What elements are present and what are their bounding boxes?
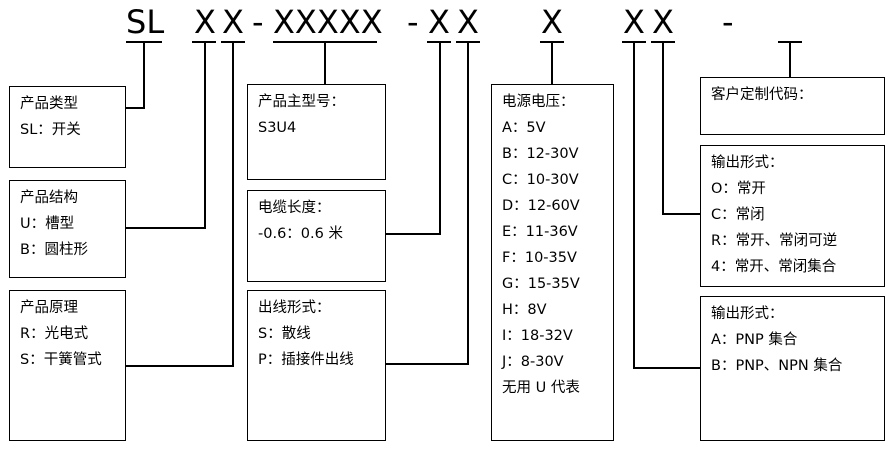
box-supply-voltage-line-10: J：8-30V [502, 354, 564, 370]
box-cable-length: 电缆长度： -0.6：0.6 米 [247, 190, 386, 282]
box-supply-voltage-line-5: E：11-36V [502, 224, 578, 240]
connector-output-2 [633, 41, 700, 369]
code-xxxxx-main-model: XXXXX [273, 3, 383, 41]
box-product-category-title: 产品类型 [20, 96, 78, 112]
box-output-form-1-line-1: O：常开 [711, 181, 766, 197]
box-output-form-1-line-4: 4：常开、常闭集合 [711, 259, 837, 275]
box-supply-voltage-line-11: 无用 U 代表 [502, 380, 580, 396]
code-x-output-2: X [623, 3, 645, 41]
box-customer-code-title: 客户定制代码： [711, 87, 813, 103]
box-output-form-2-line-2: B：PNP、NPN 集合 [711, 358, 843, 374]
box-output-form-1: 输出形式： O：常开 C：常闭 R：常开、常闭可逆 4：常开、常闭集合 [700, 145, 885, 287]
box-supply-voltage-line-3: C：10-30V [502, 172, 579, 188]
connector-outlet [386, 41, 469, 365]
box-output-form-2-line-1: A：PNP 集合 [711, 332, 798, 348]
box-cable-length-line-1: -0.6：0.6 米 [258, 226, 343, 242]
box-product-structure: 产品结构 U：槽型 B：圆柱形 [9, 180, 126, 278]
box-supply-voltage-line-1: A：5V [502, 120, 546, 136]
connector-principle [126, 41, 234, 367]
code-x-voltage: X [541, 3, 563, 41]
box-supply-voltage-line-2: B：12-30V [502, 146, 579, 162]
box-product-structure-title: 产品结构 [20, 190, 78, 206]
box-output-form-2-title: 输出形式： [711, 306, 784, 322]
box-outlet-form: 出线形式： S：散线 P：插接件出线 [247, 290, 386, 441]
connector-structure [124, 41, 206, 229]
box-outlet-form-line-2: P：插接件出线 [258, 352, 354, 368]
code-x-principle: X [222, 3, 244, 41]
box-supply-voltage: 电源电压： A：5V B：12-30V C：10-30V D：12-60V E：… [491, 84, 614, 441]
box-main-model-line-1: S3U4 [258, 120, 297, 136]
box-product-principle-title: 产品原理 [20, 300, 78, 316]
code-x-structure: X [194, 3, 216, 41]
connector-cable [386, 41, 441, 235]
box-supply-voltage-title: 电源电压： [502, 94, 575, 110]
code-dash-3: - [722, 3, 734, 41]
box-output-form-1-line-3: R：常开、常闭可逆 [711, 233, 838, 249]
connector-sl [124, 41, 145, 109]
code-sl: SL [126, 3, 165, 41]
box-main-model: 产品主型号： S3U4 [247, 84, 386, 180]
box-cable-length-title: 电缆长度： [258, 200, 331, 216]
box-product-principle-line-1: R：光电式 [20, 326, 89, 342]
box-product-principle-line-2: S：干簧管式 [20, 352, 102, 368]
code-dash-1: - [252, 3, 264, 41]
box-product-category: 产品类型 SL：开关 [9, 86, 126, 168]
box-output-form-1-title: 输出形式： [711, 155, 784, 171]
box-main-model-title: 产品主型号： [258, 94, 345, 110]
box-supply-voltage-line-4: D：12-60V [502, 198, 580, 214]
box-product-principle: 产品原理 R：光电式 S：干簧管式 [9, 290, 126, 441]
code-x-output-1: X [652, 3, 674, 41]
box-output-form-1-line-2: C：常闭 [711, 207, 765, 223]
box-product-category-line-1: SL：开关 [20, 122, 81, 138]
box-supply-voltage-line-8: H：8V [502, 302, 547, 318]
code-x-cable: X [428, 3, 450, 41]
code-dash-2: - [407, 3, 419, 41]
box-supply-voltage-line-9: I：18-32V [502, 328, 573, 344]
box-supply-voltage-line-7: G：15-35V [502, 276, 580, 292]
box-outlet-form-line-1: S：散线 [258, 326, 311, 342]
box-customer-code: 客户定制代码： [700, 77, 885, 135]
box-supply-voltage-line-6: F：10-35V [502, 250, 577, 266]
box-product-structure-line-1: U：槽型 [20, 216, 75, 232]
code-x-outlet: X [457, 3, 479, 41]
box-output-form-2: 输出形式： A：PNP 集合 B：PNP、NPN 集合 [700, 296, 885, 441]
connector-output-1 [662, 41, 700, 215]
box-product-structure-line-2: B：圆柱形 [20, 242, 88, 258]
box-outlet-form-title: 出线形式： [258, 300, 331, 316]
